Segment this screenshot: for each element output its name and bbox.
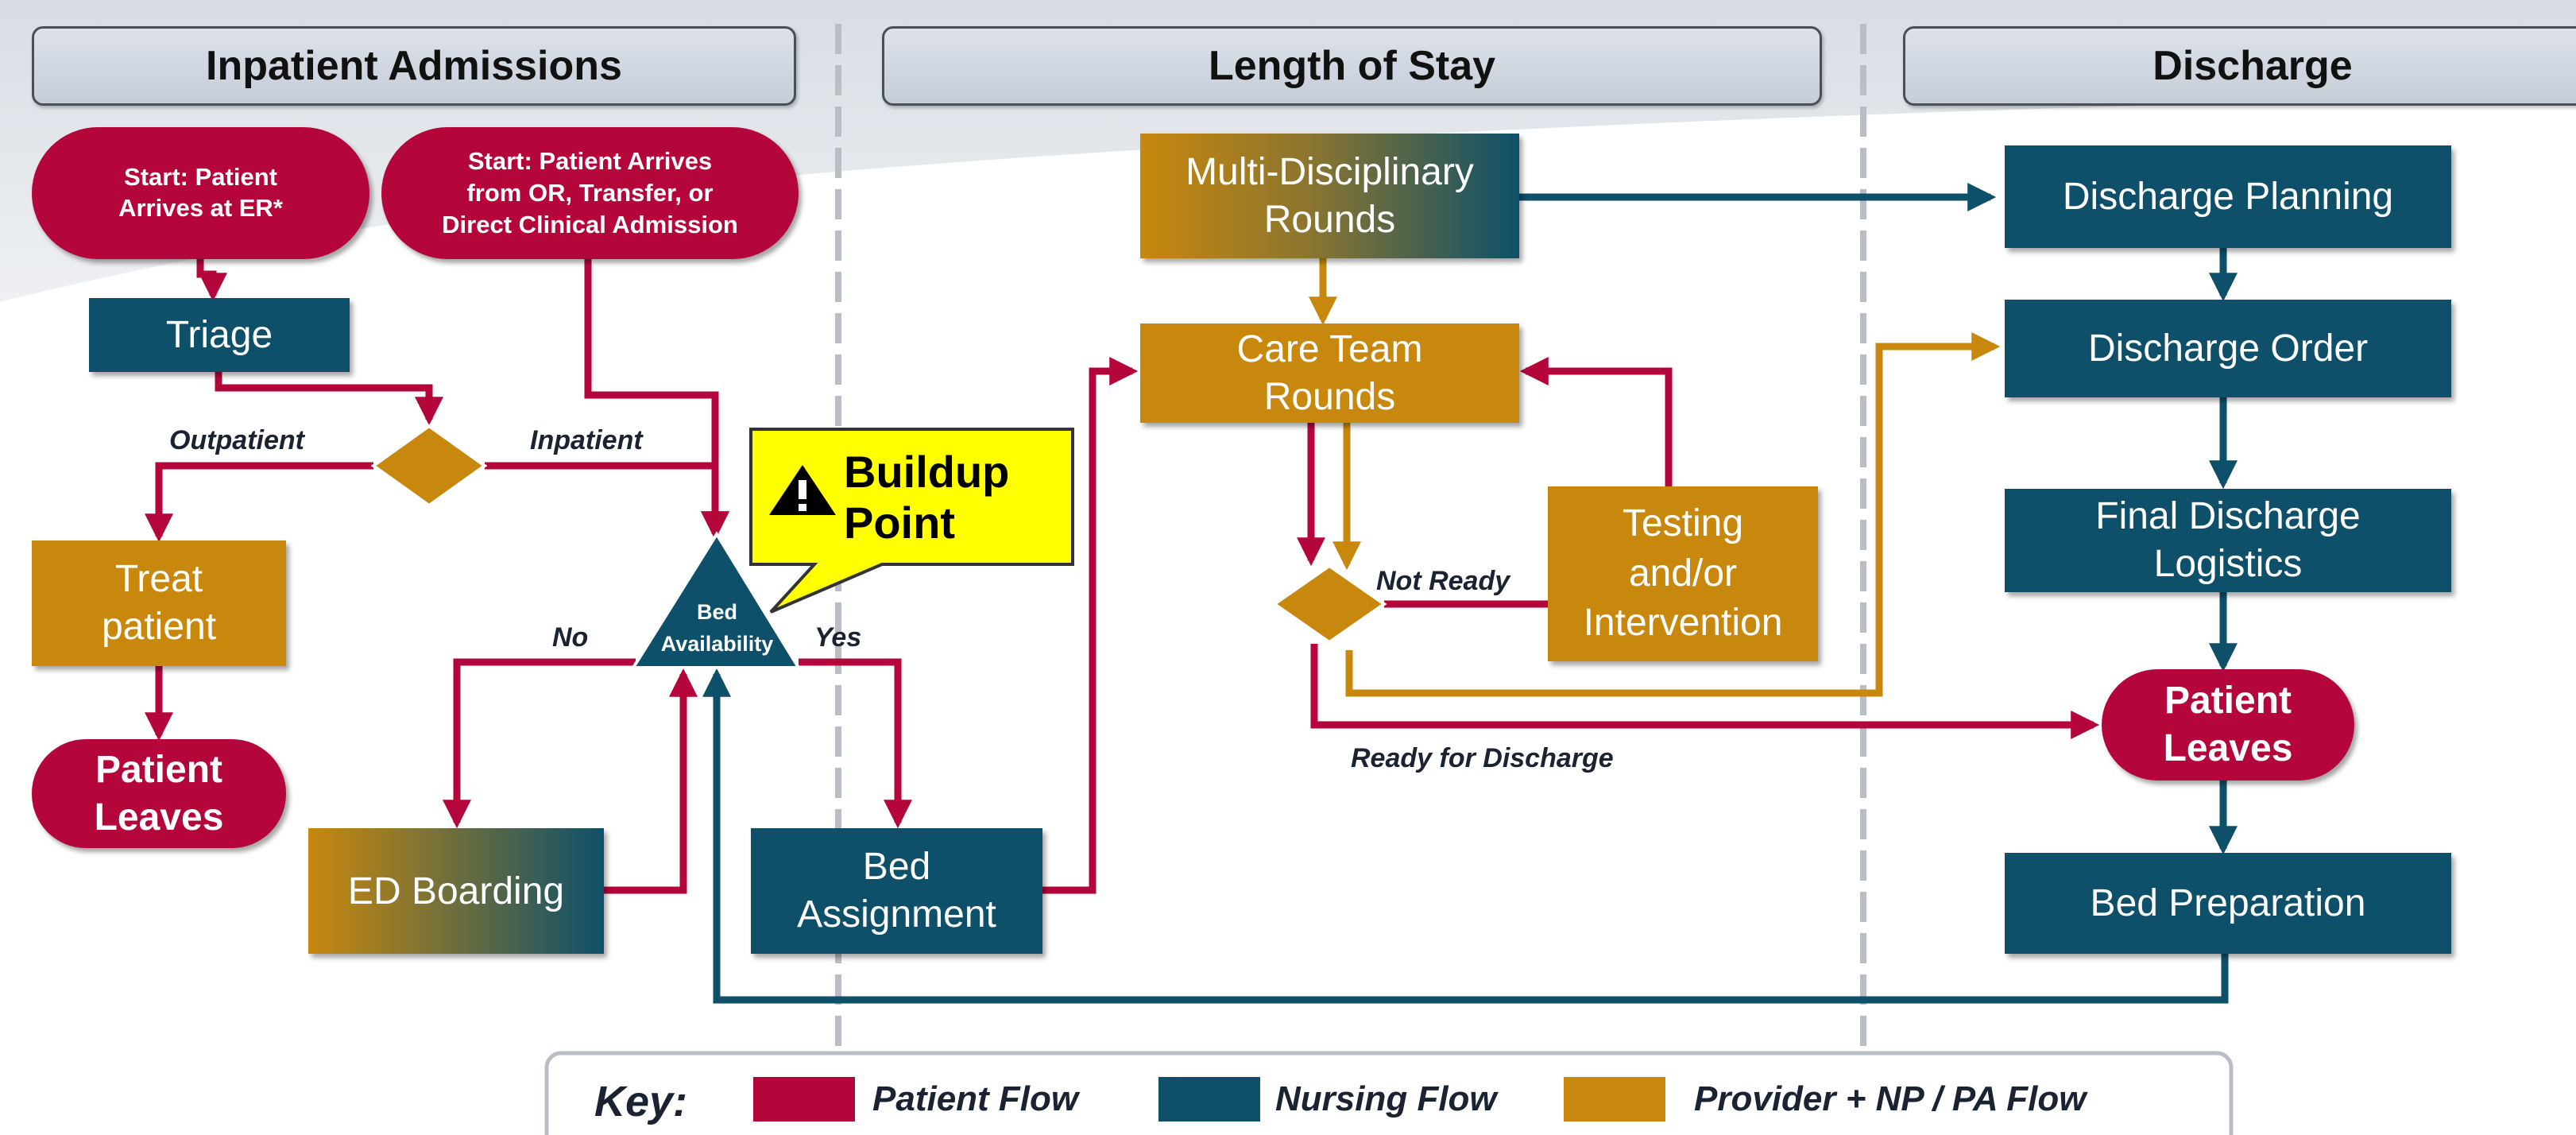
provider-flow-connectors	[1309, 258, 2001, 697]
discharge-order-node: Discharge Order	[2005, 300, 2451, 397]
key-label-patient: Patient Flow	[872, 1079, 1079, 1118]
boarding-return-connector	[604, 668, 698, 894]
multi-disciplinary-rounds-node: Multi-Disciplinary Rounds	[1140, 134, 1519, 258]
bed-availability-label: Bed Availability	[660, 599, 774, 657]
nursing-flow-connectors	[702, 183, 2238, 1004]
ready-for-discharge-label: Ready for Discharge	[1351, 743, 1614, 773]
bed-preparation-node: Bed Preparation	[2005, 853, 2451, 954]
key-title: Key:	[594, 1078, 688, 1125]
header-discharge: Discharge	[1903, 26, 2576, 106]
yes-label: Yes	[814, 622, 862, 653]
key-label-nursing: Nursing Flow	[1275, 1079, 1497, 1118]
header-length-of-stay: Length of Stay	[882, 26, 1822, 106]
bed-return-connector	[702, 668, 2229, 1004]
patient-leaves-left-node: Patient Leaves	[32, 739, 286, 848]
testing-return-connector	[1519, 357, 1673, 486]
key-panel	[544, 1051, 2234, 1135]
start-er-arrival-node: Start: Patient Arrives at ER*	[32, 127, 369, 259]
final-discharge-logistics-node: Final Discharge Logistics	[2005, 489, 2451, 592]
care-team-rounds-node: Care Team Rounds	[1140, 323, 1519, 423]
treat-patient-node: Treat patient	[32, 540, 286, 666]
no-to-boarding-connector	[443, 658, 636, 829]
ed-boarding-node: ED Boarding	[308, 828, 604, 954]
discharge-readiness-diamond	[1271, 564, 1387, 645]
inpatient-decision-diamond	[370, 424, 488, 508]
patient-leaves-right-node: Patient Leaves	[2102, 669, 2354, 781]
outpatient-label: Outpatient	[169, 425, 304, 455]
ready-for-discharge-connector	[1310, 644, 2100, 739]
triage-node: Triage	[89, 298, 350, 372]
outpatient-connector	[145, 462, 373, 543]
or-arrival-connector	[584, 258, 729, 540]
assignment-to-rounds-connector	[1042, 357, 1139, 894]
key-swatch-patient	[753, 1077, 855, 1121]
key-swatch-provider	[1564, 1077, 1665, 1121]
key-label-provider: Provider + NP / PA Flow	[1694, 1079, 2087, 1118]
bed-availability-triangle	[630, 531, 802, 669]
buildup-callout	[749, 428, 1074, 614]
start-or-transfer-node: Start: Patient Arrives from OR, Transfer…	[381, 127, 799, 259]
key-swatch-nursing	[1158, 1077, 1260, 1121]
not-ready-label: Not Ready	[1376, 566, 1510, 596]
bed-assignment-node: Bed Assignment	[751, 828, 1042, 954]
readiness-to-order-connector	[1345, 332, 2001, 697]
er-to-triage-connector	[196, 258, 227, 302]
patient-flow-connectors	[145, 258, 2100, 894]
inpatient-connector	[485, 462, 729, 540]
discharge-planning-node: Discharge Planning	[2005, 145, 2451, 248]
no-label: No	[552, 622, 589, 653]
triage-to-decision-connector	[215, 372, 443, 426]
header-inpatient-admissions: Inpatient Admissions	[32, 26, 796, 106]
yes-to-assignment-connector	[799, 658, 912, 829]
buildup-point-label: Buildup Point	[844, 446, 1010, 548]
inpatient-label: Inpatient	[530, 425, 643, 455]
testing-intervention-node: Testing and/or Intervention	[1548, 486, 1818, 661]
warning-icon	[769, 465, 836, 515]
